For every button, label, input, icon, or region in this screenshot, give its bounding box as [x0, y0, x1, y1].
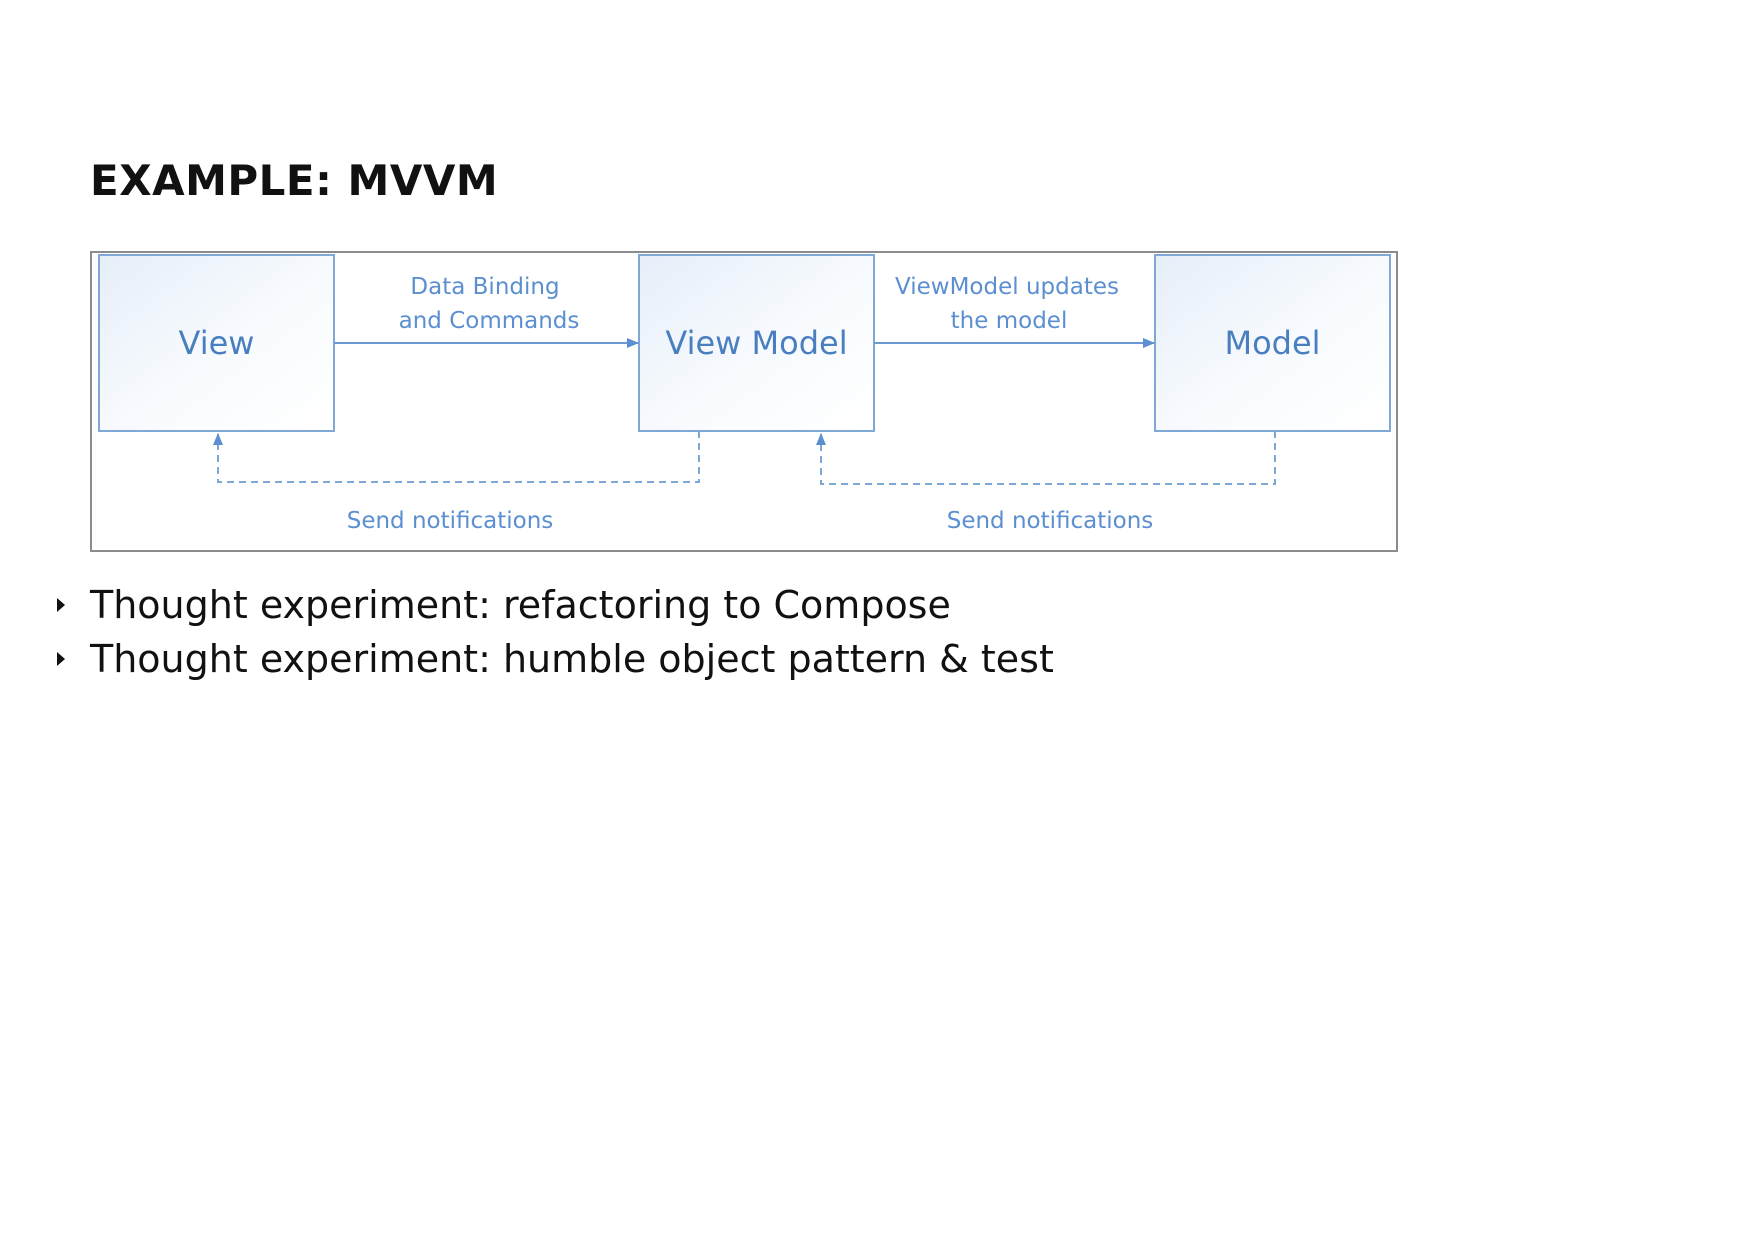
- data-binding-label-line2: and Commands: [399, 308, 580, 334]
- bullet-text: Thought experiment: refactoring to Compo…: [90, 583, 951, 627]
- bullet-marker-icon: [57, 652, 65, 666]
- bullet-marker-icon: [57, 598, 65, 612]
- send-notifications-label-right: Send notifications: [947, 508, 1154, 534]
- model-node: Model: [1154, 254, 1391, 432]
- view-model-node-label: View Model: [665, 324, 847, 362]
- view-node-label: View: [179, 324, 255, 362]
- bullet-list: Thought experiment: refactoring to Compo…: [55, 578, 1054, 686]
- viewmodel-updates-label-line2: the model: [951, 308, 1068, 334]
- bullet-item: Thought experiment: humble object patter…: [55, 632, 1054, 686]
- send-notifications-label-left: Send notifications: [347, 508, 554, 534]
- model-node-label: Model: [1224, 324, 1320, 362]
- mvvm-diagram: View View Model Model Data Binding and C…: [90, 251, 1398, 552]
- viewmodel-to-view-notification-arrow: [213, 431, 700, 483]
- viewmodel-updates-label-line1: ViewModel updates: [895, 274, 1119, 300]
- bullet-text: Thought experiment: humble object patter…: [90, 637, 1054, 681]
- view-model-node: View Model: [638, 254, 875, 432]
- mvvm-diagram-canvas: View View Model Model Data Binding and C…: [98, 254, 1391, 534]
- slide-title: EXAMPLE: MVVM: [90, 156, 499, 205]
- view-node: View: [98, 254, 335, 432]
- data-binding-label-line1: Data Binding: [410, 274, 559, 300]
- model-to-viewmodel-notification-arrow: [816, 431, 1276, 485]
- bullet-item: Thought experiment: refactoring to Compo…: [55, 578, 1054, 632]
